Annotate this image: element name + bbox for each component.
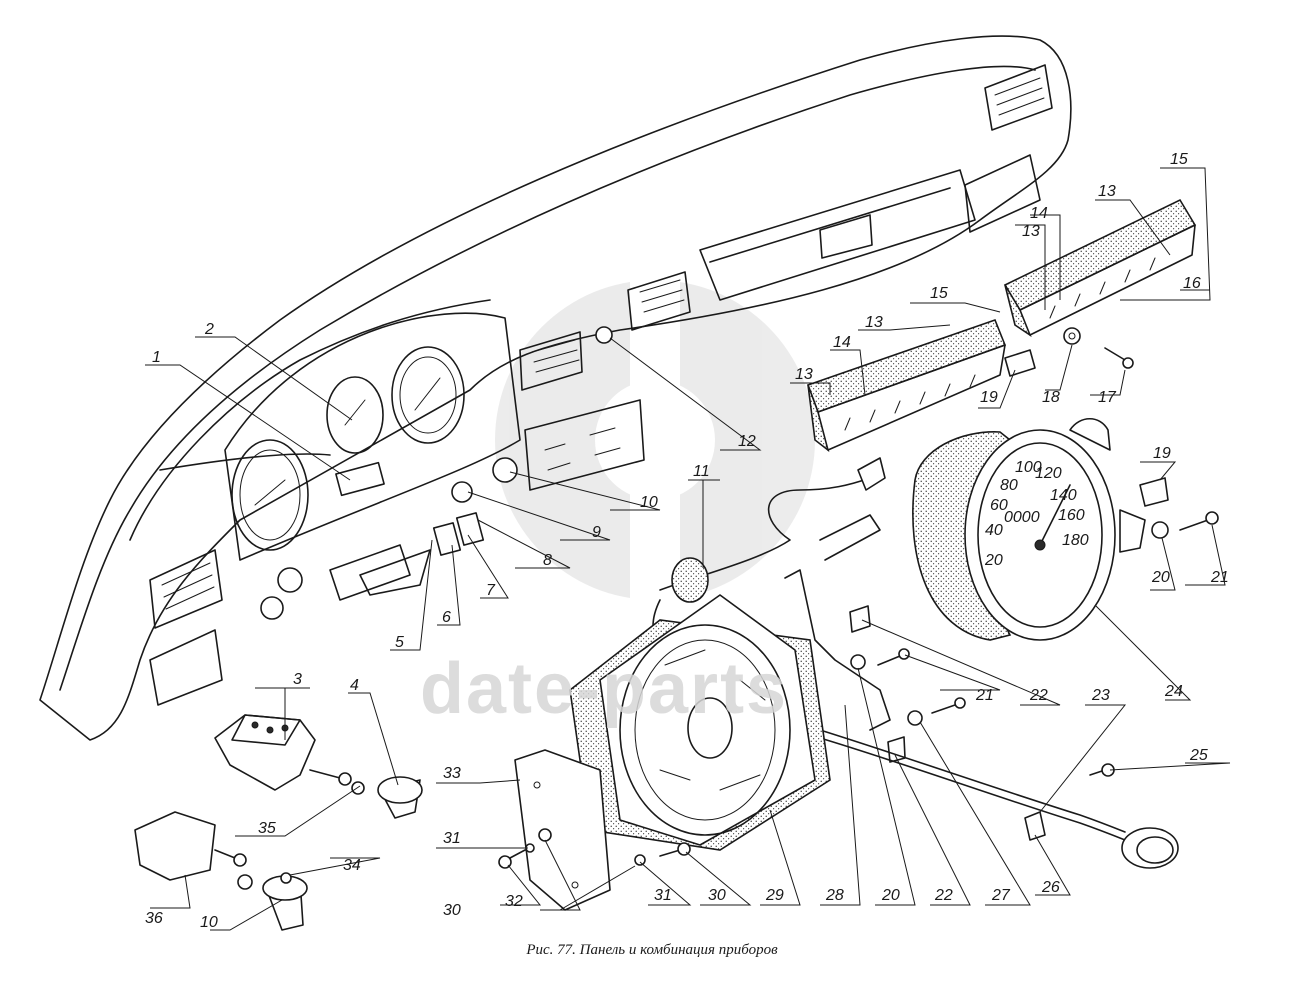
callout-13-a: 13 xyxy=(795,366,813,383)
speedo-tick-80: 80 xyxy=(1000,477,1018,494)
callout-17: 17 xyxy=(1098,389,1117,406)
switch-block-lower xyxy=(806,318,1007,453)
callout-8: 8 xyxy=(543,552,552,569)
callout-34: 34 xyxy=(343,857,361,874)
speedo-tick-40: 40 xyxy=(985,522,1003,539)
callout-30-a: 30 xyxy=(443,902,461,919)
figure-caption: Рис. 77. Панель и комбинация приборов xyxy=(526,942,778,958)
callout-15-b: 15 xyxy=(1170,151,1188,168)
light-switch xyxy=(214,714,423,819)
switch-block-upper xyxy=(1003,198,1197,338)
callout-32: 32 xyxy=(505,893,523,910)
callout-35: 35 xyxy=(258,820,276,837)
speedometer-cable xyxy=(652,457,886,651)
callout-26: 26 xyxy=(1041,879,1060,896)
combination-gauge xyxy=(569,594,831,851)
speedo-odometer: 0000 xyxy=(1004,509,1040,526)
callout-29: 29 xyxy=(765,887,784,904)
callout-2: 2 xyxy=(204,321,214,338)
callout-9: 9 xyxy=(592,524,601,541)
callout-22-b: 22 xyxy=(934,887,953,904)
callout-14-a: 14 xyxy=(833,334,851,351)
callout-21-a: 21 xyxy=(1210,569,1229,586)
callout-11: 11 xyxy=(693,463,710,480)
speedometer-assembly: 60 80 100 120 140 160 180 40 20 0000 xyxy=(912,417,1146,641)
speedo-tick-140: 140 xyxy=(1050,487,1077,504)
leader-lines xyxy=(145,167,1231,931)
callout-7: 7 xyxy=(486,582,496,599)
callout-36: 36 xyxy=(145,910,163,927)
callout-4: 4 xyxy=(350,677,359,694)
speedo-tick-180: 180 xyxy=(1062,532,1089,549)
callout-24: 24 xyxy=(1164,683,1183,700)
speedo-tick-120: 120 xyxy=(1035,465,1062,482)
speedo-tick-60: 60 xyxy=(990,497,1008,514)
speedo-tick-20: 20 xyxy=(984,552,1003,569)
callout-labels: 1 2 3 4 5 6 7 8 9 10 10 11 12 13 13 13 1… xyxy=(145,151,1229,931)
callout-25: 25 xyxy=(1189,747,1208,764)
callout-27: 27 xyxy=(991,887,1011,904)
callout-19-b: 19 xyxy=(1153,445,1171,462)
mounting-bracket xyxy=(498,749,691,911)
callout-33: 33 xyxy=(443,765,461,782)
callout-5: 5 xyxy=(395,634,404,651)
callout-14-b: 14 xyxy=(1030,205,1048,222)
watermark-text: date-parts xyxy=(420,649,789,729)
watermark-logo xyxy=(495,270,815,610)
callout-20-a: 20 xyxy=(1151,569,1170,586)
callout-20-b: 20 xyxy=(881,887,900,904)
callout-30-b: 30 xyxy=(708,887,726,904)
dashboard-panel xyxy=(39,35,1072,741)
speedo-tick-160: 160 xyxy=(1058,507,1085,524)
callout-13-c: 13 xyxy=(1022,223,1040,240)
callout-15-a: 15 xyxy=(930,285,948,302)
callout-16: 16 xyxy=(1183,275,1201,292)
speedo-tick-100: 100 xyxy=(1015,459,1042,476)
callout-6: 6 xyxy=(442,609,451,626)
callout-21-b: 21 xyxy=(975,687,994,704)
callout-3: 3 xyxy=(293,671,302,688)
callout-22-a: 22 xyxy=(1029,687,1048,704)
callout-1: 1 xyxy=(152,349,161,366)
callout-31-a: 31 xyxy=(443,830,461,847)
callout-18: 18 xyxy=(1042,389,1060,406)
fog-switch xyxy=(134,811,308,931)
callout-23: 23 xyxy=(1091,687,1110,704)
callout-13-b: 13 xyxy=(865,314,883,331)
callout-31-b: 31 xyxy=(654,887,672,904)
bracket-and-cable xyxy=(784,514,1179,869)
callout-28: 28 xyxy=(825,887,844,904)
callout-19-a: 19 xyxy=(980,389,998,406)
callout-10-top: 10 xyxy=(640,494,658,511)
callout-12: 12 xyxy=(738,433,756,450)
callout-10-bottom: 10 xyxy=(200,914,218,931)
callout-13-d: 13 xyxy=(1098,183,1116,200)
